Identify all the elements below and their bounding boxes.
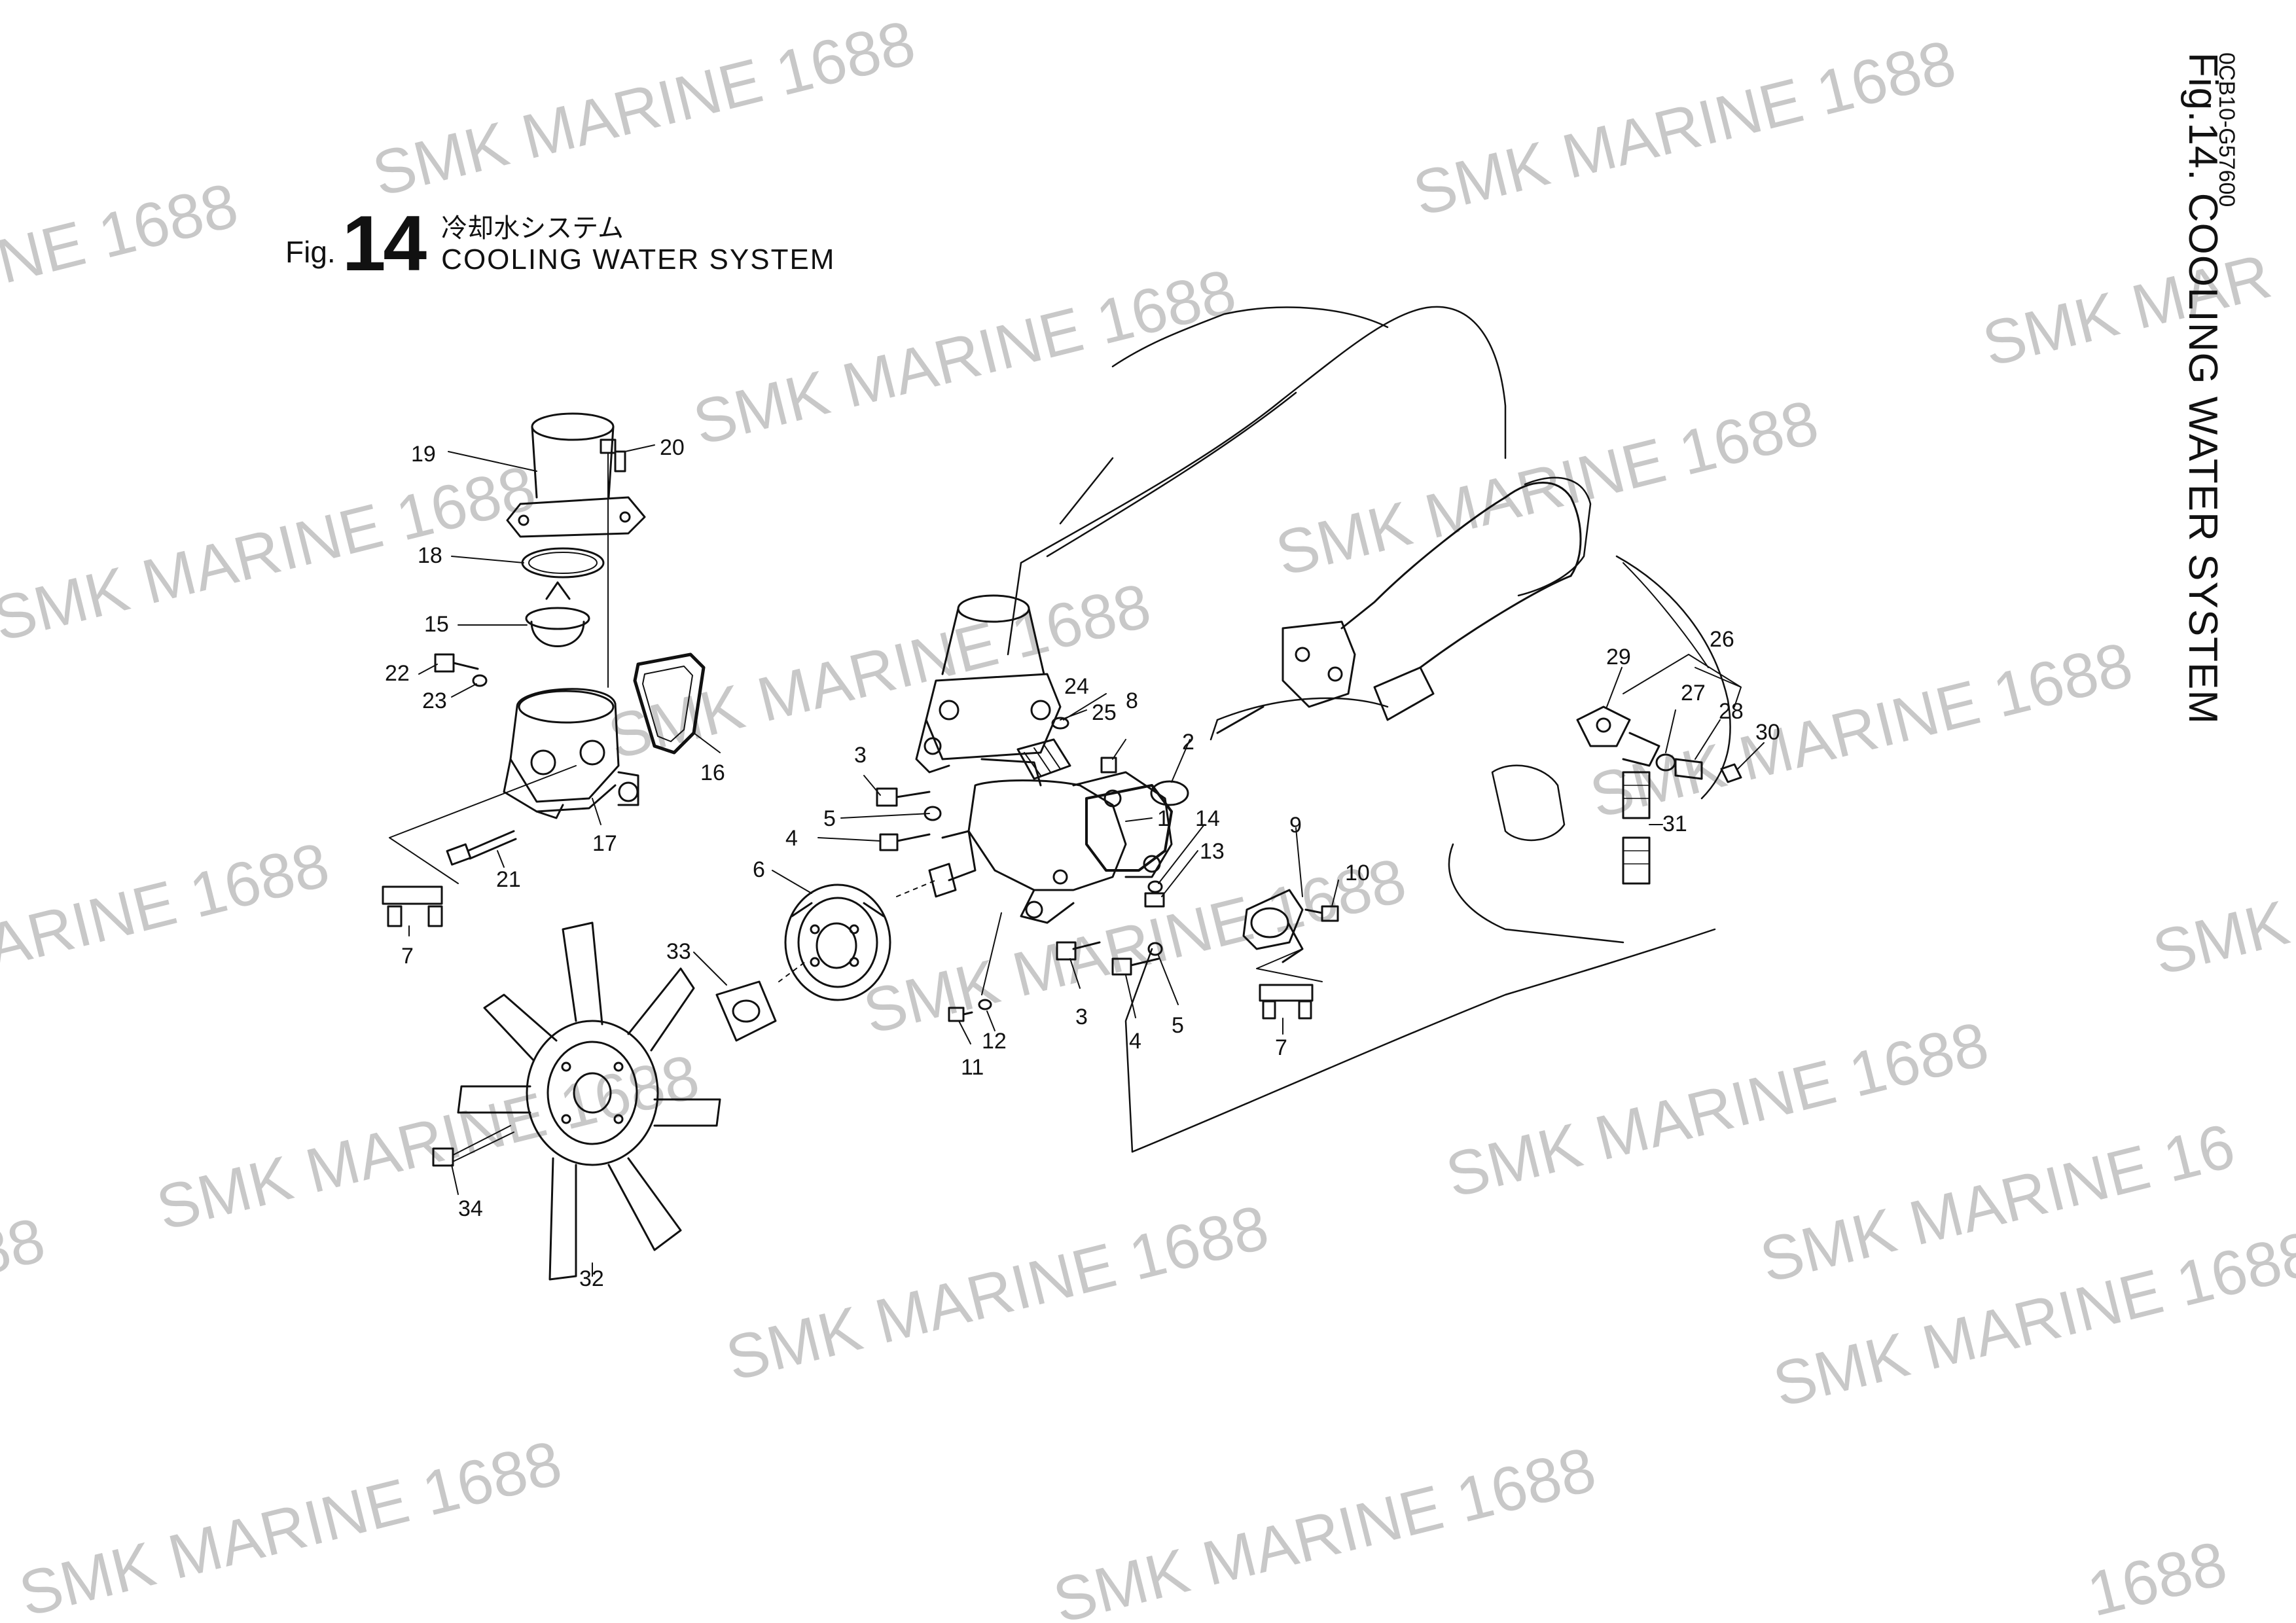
callout-34: 34 bbox=[458, 1196, 483, 1221]
callout-15: 15 bbox=[424, 612, 449, 637]
drain-cock bbox=[1259, 984, 1314, 1020]
fan-spacer bbox=[715, 980, 777, 1042]
washer bbox=[978, 999, 992, 1010]
callout-7: 7 bbox=[1275, 1035, 1287, 1060]
callout-6: 6 bbox=[753, 857, 765, 882]
callout-19: 19 bbox=[411, 442, 436, 467]
callout-3: 3 bbox=[854, 743, 867, 768]
bolt bbox=[948, 1007, 973, 1022]
callout-30: 30 bbox=[1755, 720, 1780, 745]
thermostat-cover bbox=[506, 412, 646, 538]
thermostat bbox=[525, 581, 590, 647]
figure-title: Fig. 14 冷却水システム COOLING WATER SYSTEM bbox=[285, 200, 835, 287]
hose-clip bbox=[1051, 717, 1069, 730]
callout-4: 4 bbox=[785, 826, 798, 851]
callout-26: 26 bbox=[1710, 627, 1734, 652]
callout-21: 21 bbox=[496, 867, 521, 892]
callout-29: 29 bbox=[1606, 645, 1631, 669]
callout-8: 8 bbox=[1126, 688, 1138, 713]
document-code: 0CB10-G57600 bbox=[2214, 52, 2239, 207]
exhaust-manifold bbox=[1216, 482, 1582, 734]
nut bbox=[1100, 757, 1117, 774]
bolt bbox=[879, 833, 931, 851]
callout-1: 1 bbox=[1157, 806, 1170, 831]
nipple bbox=[1144, 892, 1165, 908]
bolt bbox=[434, 653, 488, 687]
bolt bbox=[1304, 905, 1339, 922]
drain-cock bbox=[382, 885, 443, 927]
callout-4: 4 bbox=[1129, 1029, 1141, 1054]
callout-3: 3 bbox=[1075, 1005, 1088, 1029]
hose bbox=[1622, 771, 1651, 885]
bolt bbox=[1111, 957, 1160, 976]
cooling-fan bbox=[457, 921, 721, 1281]
callout-22: 22 bbox=[385, 661, 410, 686]
water-pump-housing bbox=[915, 594, 1062, 787]
water-pump-pulley bbox=[784, 883, 891, 1001]
callout-25: 25 bbox=[1092, 700, 1117, 725]
washer bbox=[1147, 942, 1163, 956]
callout-5: 5 bbox=[823, 806, 836, 831]
fig-number: 14 bbox=[342, 200, 427, 287]
callout-32: 32 bbox=[579, 1266, 604, 1291]
title-lines: 冷却水システム COOLING WATER SYSTEM bbox=[441, 213, 835, 276]
callout-12: 12 bbox=[982, 1029, 1007, 1054]
callout-31: 31 bbox=[1662, 812, 1687, 836]
leader-lines bbox=[408, 444, 1765, 1277]
callout-9: 9 bbox=[1289, 813, 1302, 838]
gasket bbox=[1085, 784, 1173, 872]
washer bbox=[1147, 880, 1163, 893]
engine-outline bbox=[1007, 306, 1731, 1153]
callout-33: 33 bbox=[666, 939, 691, 964]
heater-pipe-fitting bbox=[1576, 705, 1742, 783]
bolt bbox=[876, 787, 931, 807]
water-pump-body bbox=[928, 771, 1173, 924]
callout-14: 14 bbox=[1195, 806, 1220, 831]
o-ring bbox=[528, 552, 598, 574]
bolt bbox=[1056, 941, 1101, 961]
callout-17: 17 bbox=[592, 831, 617, 856]
callout-7: 7 bbox=[401, 944, 414, 969]
fig-label: Fig. bbox=[285, 235, 336, 269]
callout-18: 18 bbox=[418, 543, 442, 568]
callout-16: 16 bbox=[700, 760, 725, 785]
callout-11: 11 bbox=[961, 1055, 984, 1080]
callout-20: 20 bbox=[660, 435, 685, 460]
callout-5: 5 bbox=[1172, 1013, 1184, 1038]
thermostat-case bbox=[503, 688, 639, 819]
callout-23: 23 bbox=[422, 688, 447, 713]
bolt bbox=[600, 438, 617, 688]
side-figure-title: Fig.14. COOLING WATER SYSTEM bbox=[2180, 52, 2225, 725]
bolt bbox=[446, 830, 517, 866]
o-ring bbox=[1150, 780, 1189, 806]
water-outlet bbox=[1242, 889, 1304, 963]
callout-28: 28 bbox=[1719, 699, 1744, 724]
callout-27: 27 bbox=[1681, 681, 1706, 705]
title-japanese: 冷却水システム bbox=[441, 214, 624, 243]
hose bbox=[1016, 738, 1071, 780]
callout-2: 2 bbox=[1182, 730, 1194, 755]
gasket bbox=[633, 652, 706, 755]
title-english: COOLING WATER SYSTEM bbox=[441, 243, 836, 276]
callout-24: 24 bbox=[1064, 674, 1089, 699]
callout-13: 13 bbox=[1200, 839, 1225, 864]
bolt bbox=[432, 1125, 514, 1167]
callout-10: 10 bbox=[1345, 861, 1370, 885]
